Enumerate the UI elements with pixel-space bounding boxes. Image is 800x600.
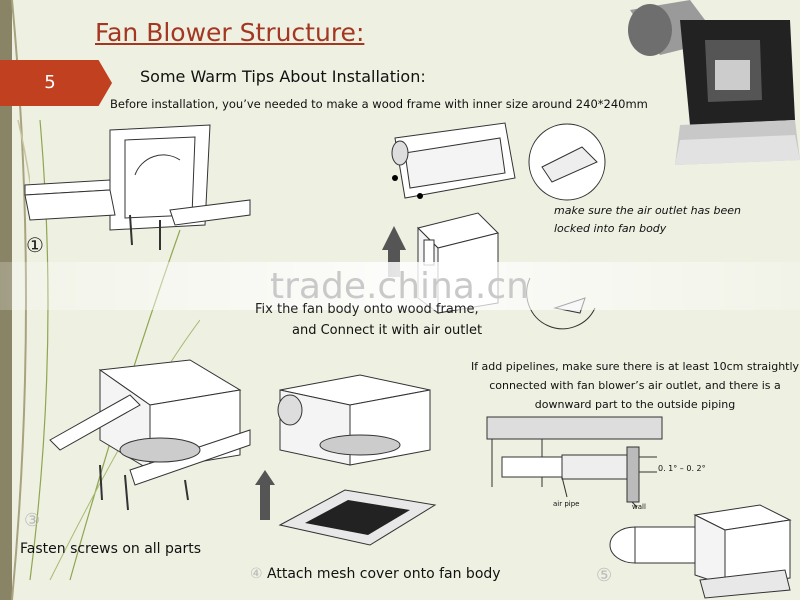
step4-caption: ④ Attach mesh cover onto fan body — [250, 566, 501, 582]
step5-diagram — [609, 504, 792, 599]
dimension-label: 0. 1° – 0. 2° — [658, 464, 706, 473]
step3-caption: Fasten screws on all parts — [20, 541, 202, 557]
watermark-text: trade.china.cn — [270, 266, 529, 307]
step2-caption-line1: Fix the fan body onto wood frame, — [255, 302, 479, 317]
step4-marker: ④ — [250, 566, 263, 582]
air-pipe-label: air pipe — [553, 500, 580, 508]
intro-text: Before installation, you’ve needed to ma… — [110, 97, 648, 111]
wall-label: wall — [632, 503, 646, 511]
subtitle: Some Warm Tips About Installation: — [140, 67, 426, 86]
step5-marker: ⑤ — [596, 565, 613, 586]
product-photo — [628, 0, 800, 165]
pipe-section-diagram — [486, 416, 663, 508]
section-number: 5 — [44, 72, 56, 93]
step1-marker: ① — [26, 233, 44, 257]
step2-caption-line2: and Connect it with air outlet — [292, 323, 483, 338]
step3-diagram — [49, 359, 251, 511]
step2-frame-diagram — [391, 122, 516, 199]
step4-caption-text: Attach mesh cover onto fan body — [267, 566, 501, 582]
page-title: Fan Blower Structure: — [95, 18, 365, 47]
step4-diagram — [255, 374, 437, 546]
step3-marker: ③ — [24, 510, 41, 531]
watermark-band — [0, 262, 800, 310]
note-pipelines: If add pipelines, make sure there is at … — [470, 360, 800, 411]
outlet-detail-circle — [528, 123, 606, 201]
note-outlet-locked: make sure the air outlet has been locked… — [554, 204, 742, 235]
section-badge — [0, 60, 112, 106]
step1-diagram — [24, 124, 251, 250]
